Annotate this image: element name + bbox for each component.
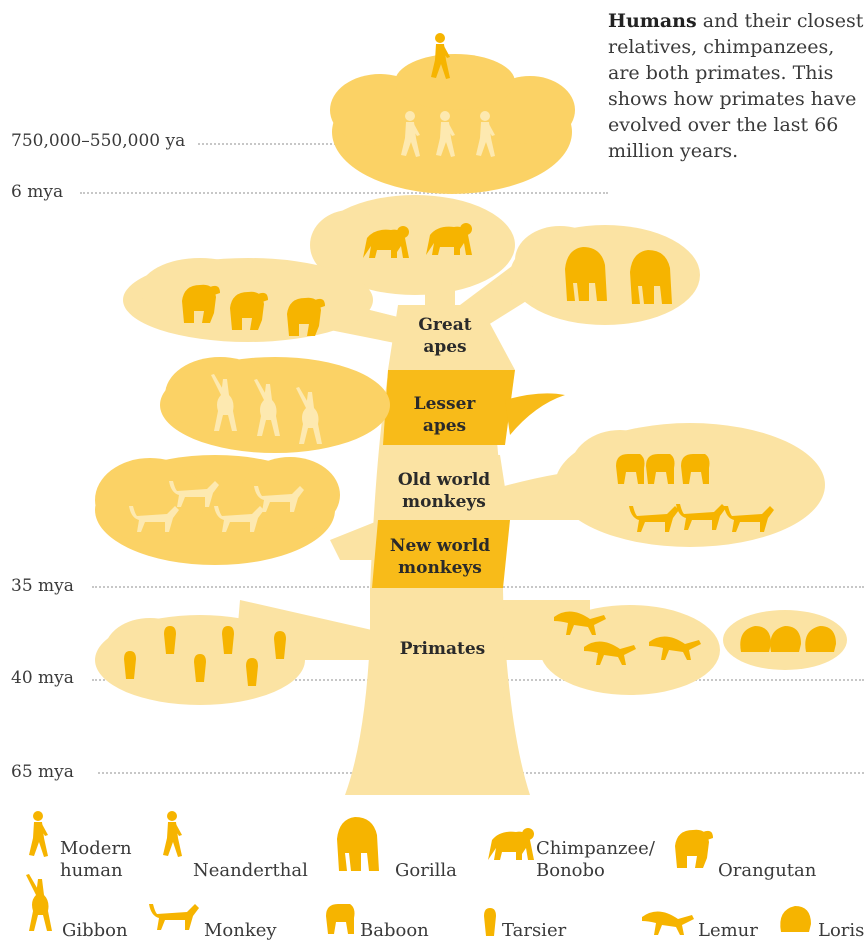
branch-label-new-world: New world monkeys (375, 535, 505, 579)
legend-label-loris: Loris (818, 920, 864, 942)
branch-label-primates: Primates (385, 638, 500, 660)
tarsier-silhouette-4 (222, 626, 234, 654)
legend-chimpanzee-icon (488, 828, 534, 860)
legend-label-orangutan: Orangutan (718, 860, 816, 882)
legend-label-gibbon: Gibbon (62, 920, 128, 942)
legend-monkey-icon (149, 904, 199, 930)
branch-label-great-apes: Great apes (405, 314, 485, 358)
legend-label-lemur: Lemur (698, 920, 758, 942)
legend-gibbon-icon (26, 874, 52, 931)
legend-lemur-icon (642, 911, 694, 935)
tarsier-silhouette-3 (194, 654, 206, 682)
legend-label-gorilla: Gorilla (395, 860, 457, 882)
tarsier-silhouette-1 (124, 651, 136, 679)
legend-label-monkey: Monkey (204, 920, 277, 942)
canopy-humans (330, 54, 575, 194)
gorilla-silhouette-1 (565, 247, 607, 301)
legend-label-modern-human: Modern human (60, 838, 130, 882)
legend-label-baboon: Baboon (360, 920, 429, 942)
canopy-monkeys-right (555, 423, 825, 547)
gorilla-silhouette-2 (630, 250, 672, 304)
legend-modern-human-icon (29, 811, 48, 857)
legend-label-neanderthal: Neanderthal (193, 860, 308, 882)
branch-label-lesser-apes: Lesser apes (402, 393, 487, 437)
legend-tarsier-icon (484, 908, 496, 936)
legend-gorilla-icon (337, 817, 379, 871)
legend-label-tarsier: Tarsier (502, 920, 566, 942)
legend-label-chimpanzee: Chimpanzee/ Bonobo (536, 838, 636, 882)
legend-baboon-icon (326, 904, 355, 934)
tarsier-silhouette-6 (274, 631, 286, 659)
tarsier-silhouette-2 (164, 626, 176, 654)
segment-lesser-branch (505, 393, 565, 435)
tarsier-silhouette-5 (246, 658, 258, 686)
legend-neanderthal-icon (163, 811, 182, 857)
legend-orangutan-icon (675, 830, 713, 868)
legend-loris-icon (780, 906, 811, 932)
branch-label-old-world: Old world monkeys (378, 469, 510, 513)
